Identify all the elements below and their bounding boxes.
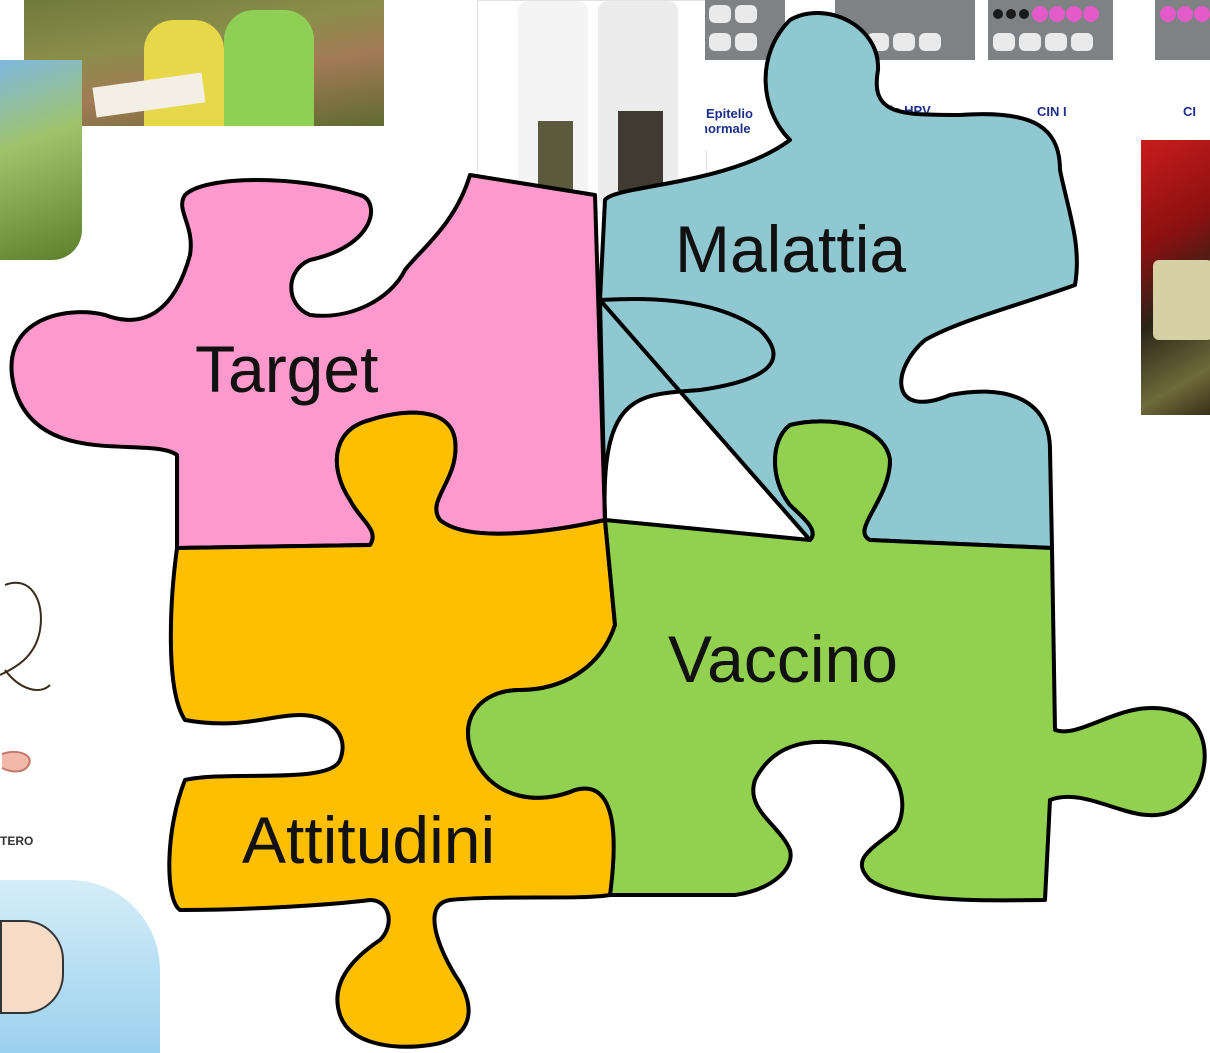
label-vaccino: Vaccino xyxy=(668,622,898,696)
puzzle-piece-attitudini xyxy=(167,410,619,1049)
caption-epitelio-line2: normale xyxy=(705,121,751,136)
caption-cin1: CIN I xyxy=(1037,104,1067,119)
label-attitudini: Attitudini xyxy=(242,803,495,877)
meadow-photo xyxy=(0,60,82,260)
cartoon-figure-sketch xyxy=(0,581,51,691)
caption-epitelio-line1: Epitelio xyxy=(706,106,753,121)
keyboard-key xyxy=(1153,260,1210,340)
doctors-photo xyxy=(477,0,707,213)
cartoon-man-blanket xyxy=(0,880,160,1053)
caption-epitelio: Epitelio normale xyxy=(705,106,753,136)
utero-label-fragment: TERO xyxy=(0,834,34,848)
puzzle-piece-vaccino xyxy=(465,419,1207,903)
label-target: Target xyxy=(195,332,378,406)
label-malattia: Malattia xyxy=(675,212,906,286)
cell-rows xyxy=(705,0,1210,60)
trousers-right xyxy=(618,111,663,191)
hearts-keyboard-photo xyxy=(1141,140,1210,415)
girl-green-shirt xyxy=(224,10,314,126)
ovary-drawing xyxy=(1,750,31,773)
cartoon-face xyxy=(0,920,64,1014)
caption-cin-partial: CI xyxy=(1183,104,1196,119)
trousers-left xyxy=(538,121,573,191)
teen-girls-reading-photo xyxy=(24,0,384,126)
